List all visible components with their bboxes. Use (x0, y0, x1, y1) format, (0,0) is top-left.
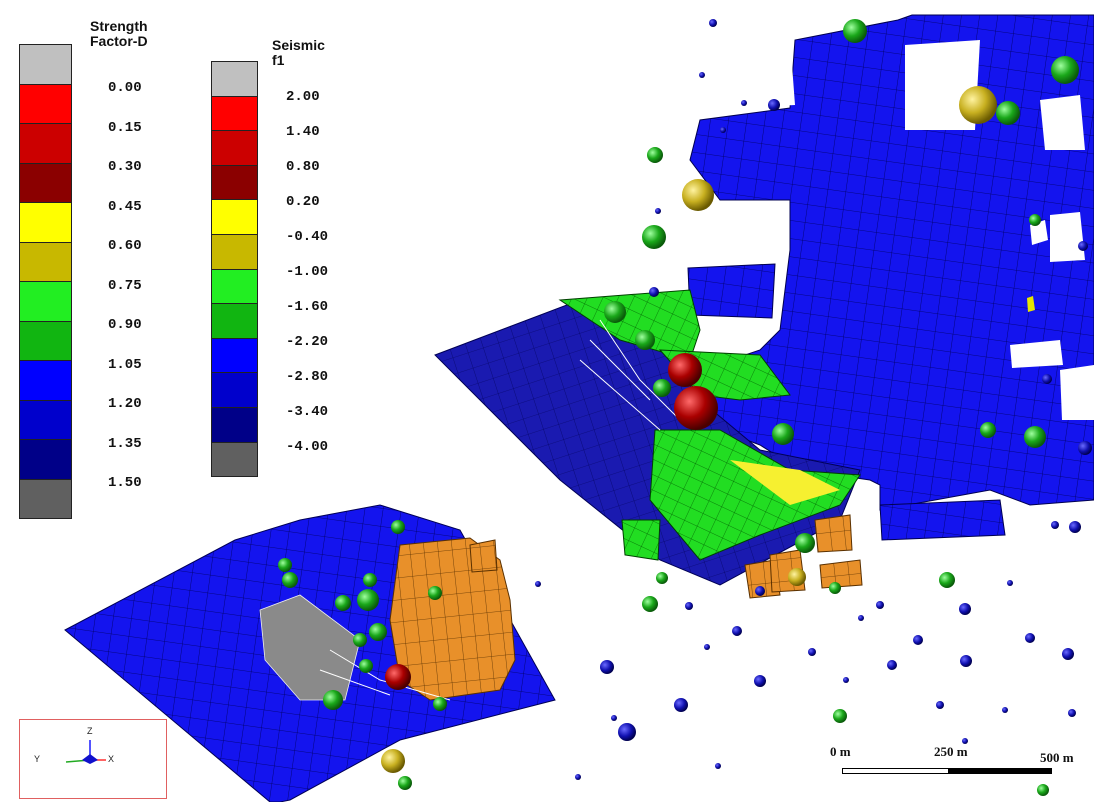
scale-label-0: 0 m (830, 744, 851, 759)
seismic-swatch (211, 61, 258, 97)
scale-label-250: 250 m (934, 744, 968, 759)
seismic-tick-label: -0.40 (286, 229, 329, 245)
strength-swatch (19, 241, 72, 282)
axis-x-label: X (108, 754, 115, 764)
strength-tick-label: 1.35 (108, 435, 142, 452)
strength-swatch (19, 478, 72, 519)
strength-tick-label: 1.20 (108, 396, 142, 412)
strength-tick-label: 0.75 (108, 277, 142, 294)
seismic-swatch (211, 303, 258, 339)
seismic-legend: Seismic f1 2.00 1.40 0.80 0.20 -0.40 -1.00 -1.… (0, 0, 360, 500)
seismic-swatch (211, 130, 258, 166)
seismic-tick-label: -2.20 (286, 334, 329, 350)
strength-tick-label: 1.50 (108, 475, 142, 491)
strength-swatch (19, 83, 72, 124)
seismic-tick-label: -3.40 (286, 404, 329, 420)
strength-swatch (19, 439, 72, 480)
seismic-swatch (211, 268, 258, 305)
seismic-legend-title: Seismic f1 (272, 37, 325, 68)
seismic-tick-label: -1.00 (286, 264, 329, 280)
seismic-swatch (211, 234, 258, 270)
axis-triad-box: Z Y X (19, 719, 167, 799)
strength-tick-label: 1.05 (108, 356, 142, 373)
strength-factor-legend: Strength Factor-D 0.00 0.15 0.30 0.45 0.60 0.… (0, 0, 200, 530)
strength-tick-label: 0.45 (108, 198, 142, 215)
seismic-tick-label: 2.00 (286, 89, 320, 105)
axis-z-label: Z (87, 726, 93, 736)
seismic-swatch (211, 337, 258, 374)
seismic-swatch (211, 164, 258, 201)
axis-y-label: Y (34, 754, 41, 764)
scale-bar-black-segment (948, 768, 1052, 774)
seismic-tick-label: -1.60 (286, 299, 329, 315)
strength-tick-label: 0.00 (108, 80, 142, 96)
scale-bar: 0 m 250 m 500 m (830, 744, 1094, 784)
seismic-swatch (211, 199, 258, 235)
strength-tick-label: 0.90 (108, 317, 142, 333)
seismic-tick-label: 0.80 (286, 159, 320, 175)
strength-swatch (19, 360, 72, 401)
seismic-tick-label: -4.00 (286, 439, 329, 455)
seismic-swatch (211, 407, 258, 443)
seismic-swatch (211, 95, 258, 132)
seismic-tick-label: -2.80 (286, 369, 329, 385)
seismic-swatch (211, 441, 258, 478)
scale-label-500: 500 m (1040, 750, 1074, 765)
seismic-swatch (211, 372, 258, 408)
strength-tick-label: 0.15 (108, 119, 142, 136)
axis-triad-icon (65, 740, 106, 764)
blue-slab-lower-left (64, 504, 556, 802)
scale-bar-white-segment (842, 768, 950, 774)
seismic-tick-label: 0.20 (286, 194, 320, 210)
strength-tick-label: 0.30 (108, 159, 142, 175)
strength-swatch (19, 162, 72, 203)
seismic-tick-label: 1.40 (286, 124, 320, 140)
strength-swatch (19, 281, 72, 322)
strength-legend-title: Strength Factor-D (90, 18, 148, 49)
event-spheres (278, 19, 1092, 796)
strength-tick-label: 0.60 (108, 238, 142, 254)
